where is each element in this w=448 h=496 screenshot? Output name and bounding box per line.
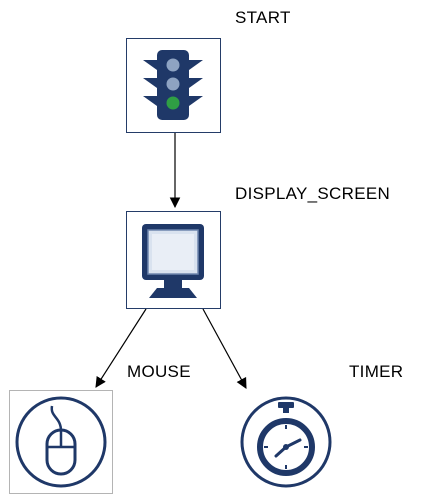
edge-display-to-timer bbox=[202, 308, 247, 389]
mouse-node[interactable] bbox=[9, 390, 113, 494]
display-screen-node[interactable] bbox=[126, 211, 221, 309]
stopwatch-icon bbox=[236, 390, 336, 494]
display-screen-label: DISPLAY_SCREEN bbox=[235, 184, 391, 203]
start-node[interactable] bbox=[126, 38, 221, 133]
edge-display-to-mouse bbox=[95, 308, 147, 388]
timer-node[interactable] bbox=[236, 390, 336, 494]
mouse-icon bbox=[10, 391, 112, 493]
monitor-icon bbox=[127, 212, 220, 307]
start-label: START bbox=[235, 8, 291, 27]
traffic-light-icon bbox=[127, 39, 220, 131]
mouse-label: MOUSE bbox=[127, 362, 191, 381]
timer-label: TIMER bbox=[349, 362, 404, 381]
